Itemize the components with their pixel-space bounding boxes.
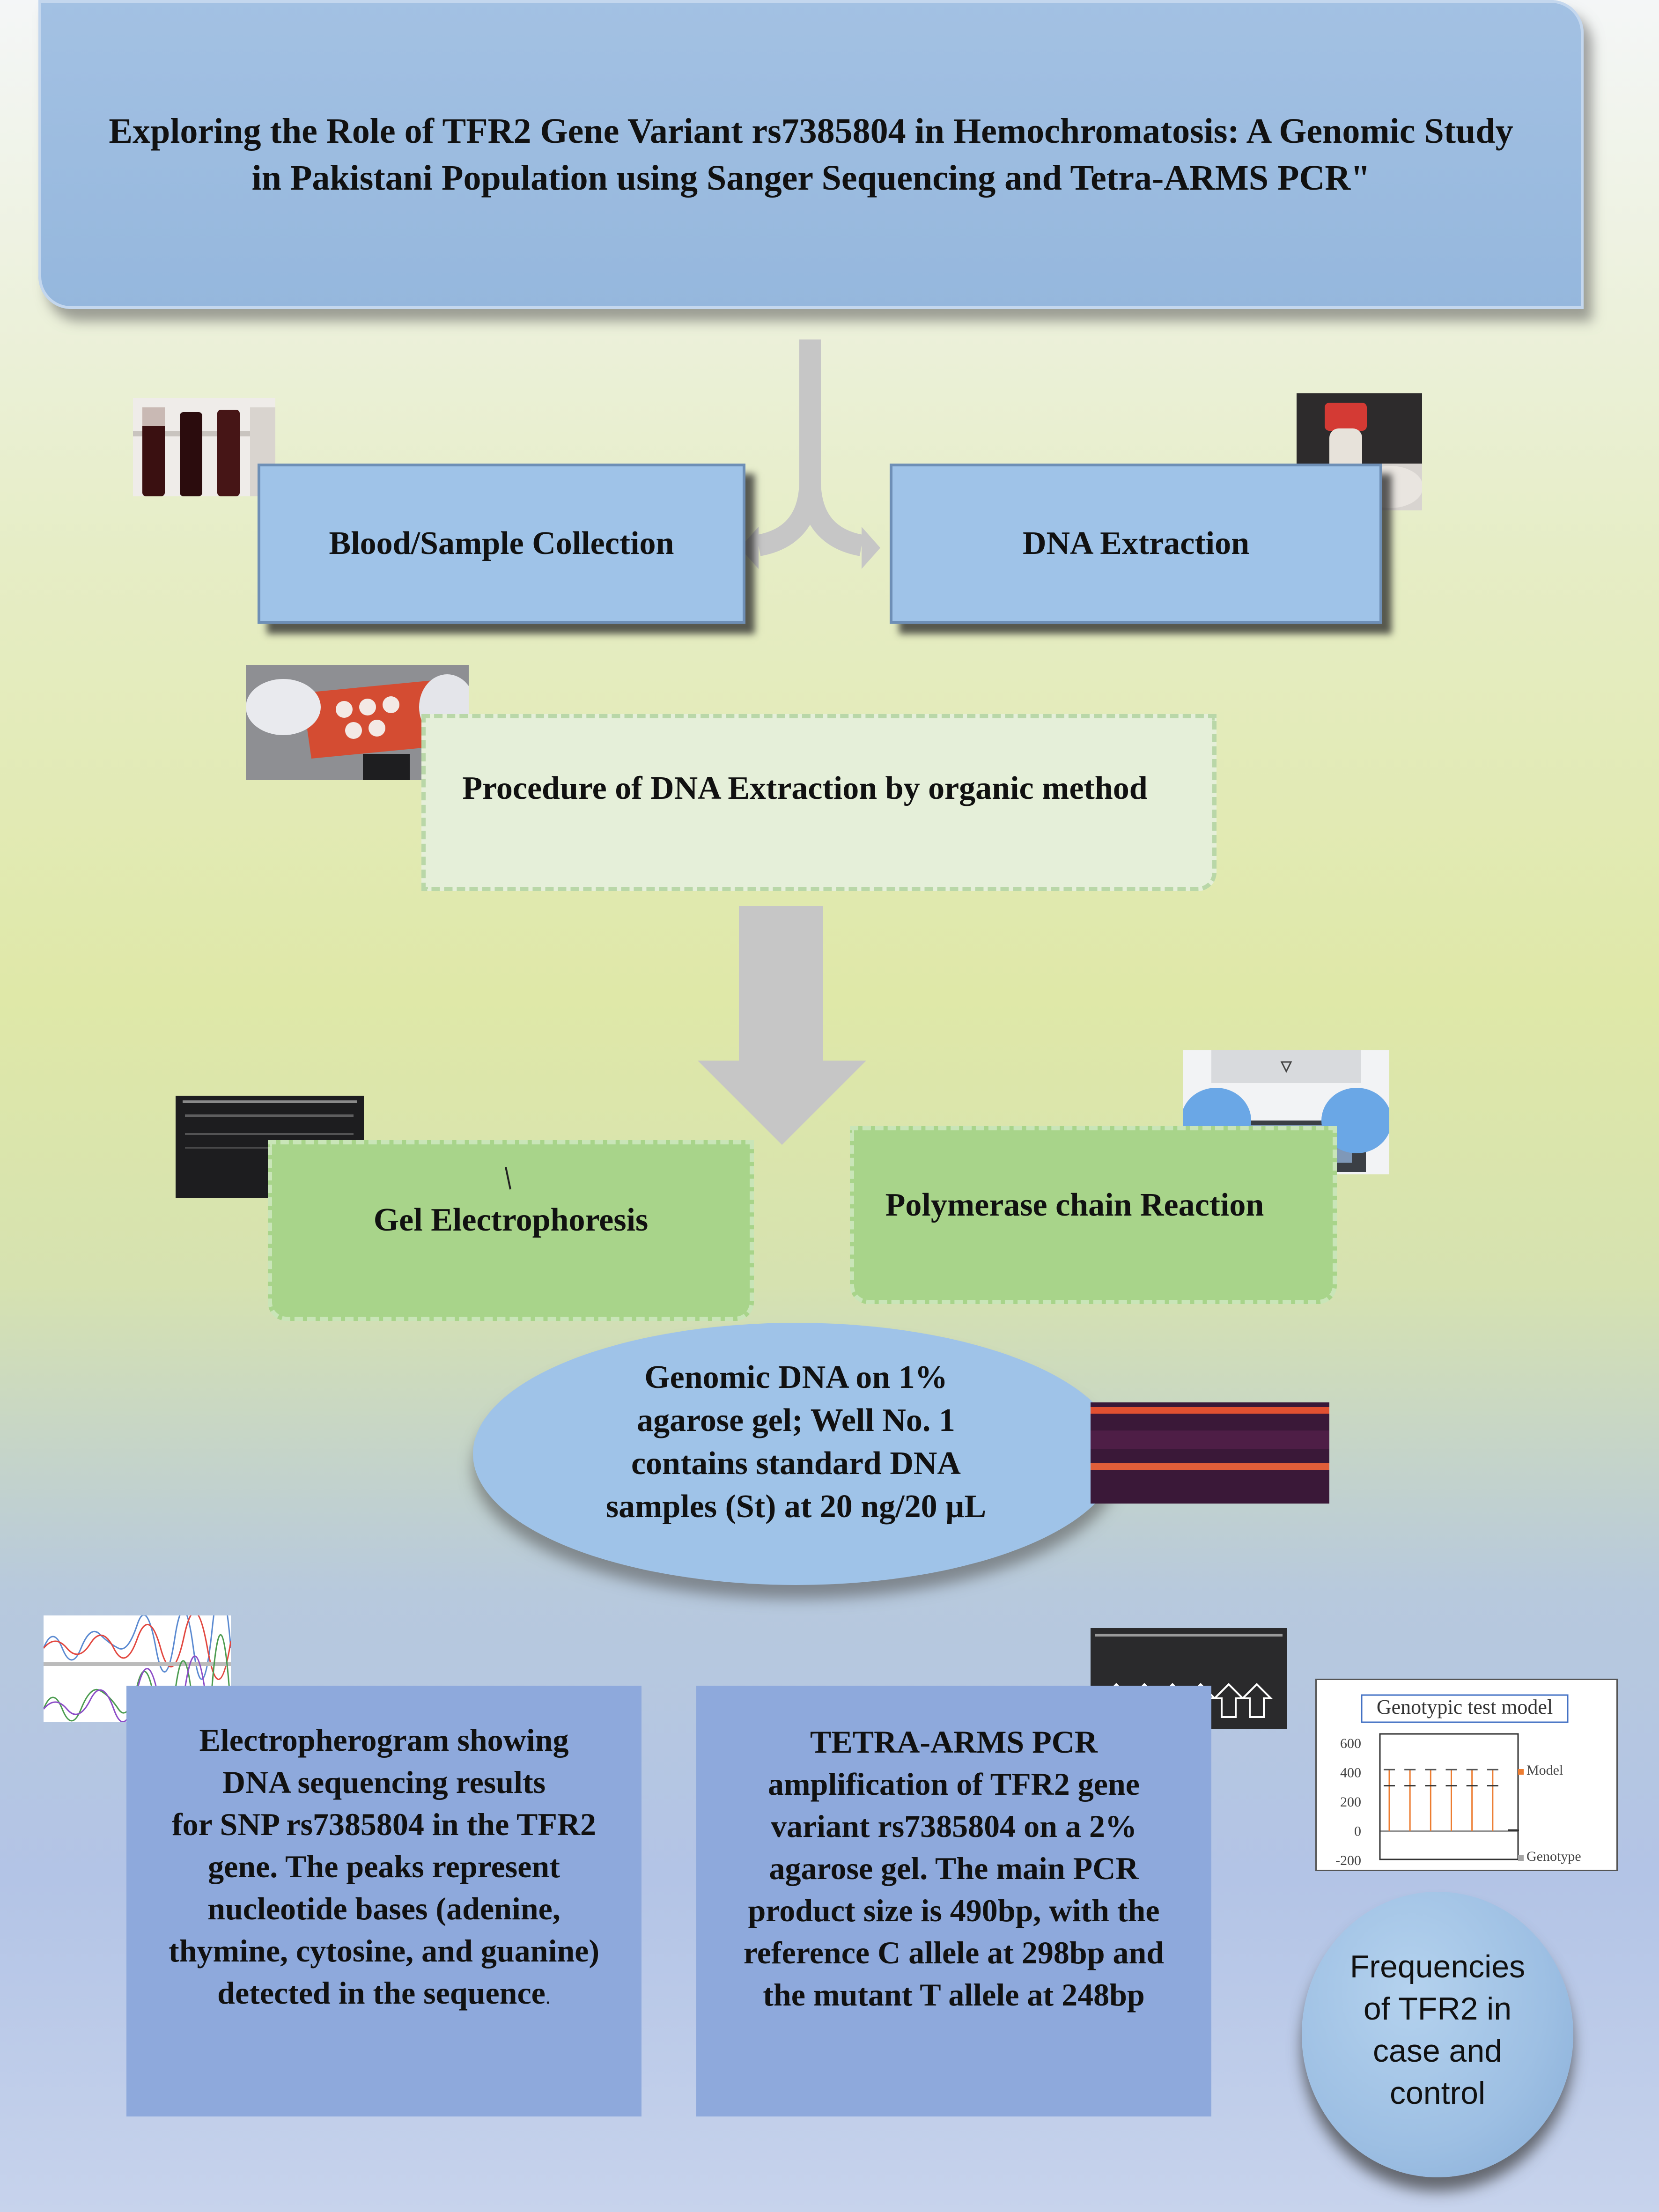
procedure-box: Procedure of DNA Extraction by organic m… bbox=[421, 714, 1217, 891]
down-arrow bbox=[698, 906, 866, 1145]
y-tick-label: 400 bbox=[1340, 1765, 1361, 1781]
small-tick-mark bbox=[505, 1167, 511, 1190]
chart-title: Genotypic test model bbox=[1377, 1696, 1553, 1718]
tetra-arms-panel: TETRA-ARMS PCR amplification of TFR2 gen… bbox=[696, 1686, 1211, 2116]
chart-y-ticks: 600 400 200 0 -200 bbox=[1335, 1736, 1518, 1868]
blood-sample-collection-label: Blood/Sample Collection bbox=[329, 525, 674, 561]
blood-tubes-photo bbox=[133, 398, 275, 496]
y-tick-label: 0 bbox=[1354, 1824, 1361, 1839]
genomic-gel-photo bbox=[1091, 1402, 1329, 1504]
poster-title: Exploring the Role of TFR2 Gene Variant … bbox=[109, 111, 1513, 198]
chart-marks bbox=[1384, 1769, 1519, 1831]
gel-electrophoresis-box: Gel Electrophoresis bbox=[268, 1140, 754, 1321]
pcr-box: Polymerase chain Reaction bbox=[850, 1126, 1337, 1304]
legend-genotype: Genotype bbox=[1526, 1849, 1581, 1864]
legend-model: Model bbox=[1526, 1762, 1563, 1778]
y-tick-label: 200 bbox=[1340, 1794, 1361, 1810]
chart-plot-area bbox=[1379, 1733, 1519, 1860]
electropherogram-text: Electropherogram showing DNA sequencing … bbox=[169, 1722, 599, 2011]
tetra-arms-text: TETRA-ARMS PCR amplification of TFR2 gen… bbox=[743, 1724, 1165, 2013]
pcr-label: Polymerase chain Reaction bbox=[885, 1187, 1264, 1223]
title-banner: Exploring the Role of TFR2 Gene Variant … bbox=[38, 0, 1584, 309]
genotypic-chart: Genotypic test model 600 400 200 0 -200 Mode… bbox=[1315, 1679, 1618, 1871]
legend-swatch-genotype bbox=[1518, 1855, 1524, 1861]
genomic-dna-text: Genomic DNA on 1% agarose gel; Well No. … bbox=[605, 1359, 987, 1525]
electropherogram-panel: Electropherogram showing DNA sequencing … bbox=[126, 1686, 641, 2116]
gel-electrophoresis-label: Gel Electrophoresis bbox=[373, 1202, 649, 1238]
frequencies-ellipse: Frequencies of TFR2 in case and control bbox=[1302, 1892, 1573, 2177]
chart-title-frame bbox=[1361, 1694, 1569, 1723]
dna-extraction-box: DNA Extraction bbox=[890, 464, 1382, 624]
chart-svg: Genotypic test model 600 400 200 0 -200 Mode… bbox=[1335, 1694, 1581, 1868]
dna-extraction-label: DNA Extraction bbox=[1022, 525, 1250, 561]
y-tick-label: 600 bbox=[1340, 1736, 1361, 1751]
procedure-label: Procedure of DNA Extraction by organic m… bbox=[462, 770, 1148, 806]
blood-sample-collection-box: Blood/Sample Collection bbox=[258, 464, 745, 624]
frequencies-text: Frequencies of TFR2 in case and control bbox=[1349, 1949, 1526, 2111]
connector-brace bbox=[740, 339, 880, 569]
y-tick-label: -200 bbox=[1335, 1853, 1361, 1868]
genomic-dna-ellipse: Genomic DNA on 1% agarose gel; Well No. … bbox=[473, 1323, 1119, 1585]
legend-swatch-model bbox=[1518, 1769, 1524, 1775]
